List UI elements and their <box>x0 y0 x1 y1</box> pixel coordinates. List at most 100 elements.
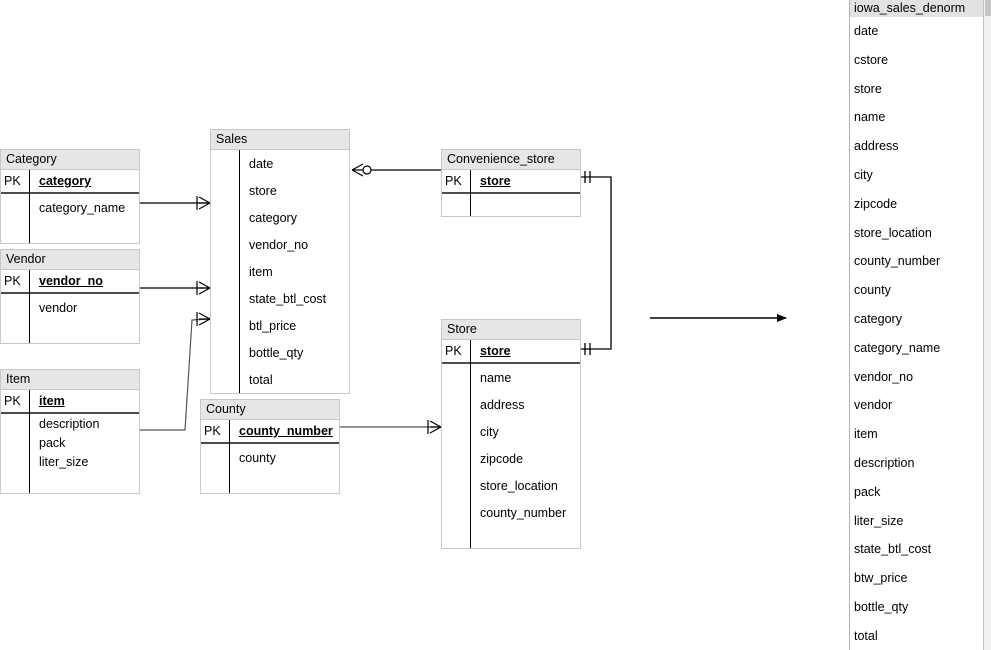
entity-row[interactable]: PK vendor_no <box>1 270 139 294</box>
row-attribute-name: item <box>249 264 273 279</box>
entity-row[interactable]: liter_size <box>1 452 139 471</box>
denorm-column-item[interactable]: name <box>854 110 886 125</box>
row-attribute-name: item <box>39 394 65 408</box>
row-attribute-name: name <box>480 370 512 385</box>
entity-row[interactable]: store <box>211 177 349 204</box>
row-attribute-name: liter_size <box>39 454 89 469</box>
row-attribute-name: city <box>480 424 499 439</box>
row-attribute-name: store <box>249 183 277 198</box>
denorm-column-item[interactable]: total <box>854 628 878 643</box>
entity-row[interactable]: zipcode <box>442 445 580 472</box>
row-attribute-name: store <box>480 174 511 188</box>
row-key-label: PK <box>4 174 21 188</box>
entity-row[interactable]: btl_price <box>211 312 349 339</box>
entity-row[interactable]: PK category <box>1 170 139 194</box>
entity-row[interactable]: category <box>211 204 349 231</box>
relationship-category-sales <box>140 196 211 210</box>
denorm-column-item[interactable]: category <box>854 311 902 326</box>
row-attribute-name: county_number <box>480 505 567 520</box>
denorm-column-item[interactable]: pack <box>854 484 881 499</box>
entity-row[interactable]: vendor_no <box>211 231 349 258</box>
denorm-scrollbar-thumb[interactable] <box>985 0 991 16</box>
entity-row[interactable]: county_number <box>442 499 580 526</box>
row-attribute-name: category <box>249 210 297 225</box>
entity-row-blank <box>1 321 139 343</box>
denorm-column-item[interactable]: store <box>854 81 882 96</box>
denorm-column-item[interactable]: address <box>854 139 899 154</box>
entity-row[interactable]: county <box>201 444 339 471</box>
entity-row-blank <box>1 471 139 493</box>
denorm-column-item[interactable]: category_name <box>854 340 941 355</box>
relationship-convenience-store-store <box>581 171 612 355</box>
row-attribute-name: vendor <box>39 300 78 315</box>
denorm-column-item[interactable]: btw_price <box>854 571 908 586</box>
entity-title-convenience_store: Convenience_store <box>442 150 580 170</box>
denorm-column-item[interactable]: county_number <box>854 254 941 269</box>
entity-row[interactable]: store_location <box>442 472 580 499</box>
row-attribute-name: vendor_no <box>249 237 309 252</box>
entity-row[interactable]: total <box>211 366 349 393</box>
entity-row-blank <box>442 526 580 548</box>
denorm-table-panel[interactable]: iowa_sales_denorm date cstore store name add… <box>849 0 991 650</box>
denorm-table-title: iowa_sales_denorm <box>850 0 990 17</box>
entity-row[interactable]: item <box>211 258 349 285</box>
row-attribute-name: store <box>480 344 511 358</box>
entity-row[interactable]: description <box>1 414 139 433</box>
denorm-column-item[interactable]: zipcode <box>854 196 898 211</box>
entity-title-item: Item <box>1 370 139 390</box>
row-attribute-name: store_location <box>480 478 558 493</box>
denorm-column-item[interactable]: state_btl_cost <box>854 542 932 557</box>
row-attribute-name: category <box>39 174 92 188</box>
row-key-label: PK <box>445 174 462 188</box>
entity-row[interactable]: state_btl_cost <box>211 285 349 312</box>
denorm-column-item[interactable]: store_location <box>854 225 932 240</box>
denorm-column-item[interactable]: description <box>854 455 915 470</box>
denorm-column-item[interactable]: liter_size <box>854 513 904 528</box>
denorm-column-item[interactable]: vendor <box>854 398 893 413</box>
denorm-column-item[interactable]: city <box>854 167 873 182</box>
denorm-column-item[interactable]: item <box>854 427 878 442</box>
entity-row[interactable]: name <box>442 364 580 391</box>
entity-row-blank <box>442 194 580 216</box>
row-attribute-name: county <box>239 450 276 465</box>
row-attribute-name: address <box>480 397 525 412</box>
row-key-label: PK <box>4 274 21 288</box>
entity-row[interactable]: date <box>211 150 349 177</box>
row-attribute-name: total <box>249 372 273 387</box>
relationship-county-store <box>340 420 442 434</box>
entity-row[interactable]: bottle_qty <box>211 339 349 366</box>
entity-title-sales: Sales <box>211 130 349 150</box>
entity-row[interactable]: address <box>442 391 580 418</box>
entity-row-blank <box>201 471 339 493</box>
denorm-column-item[interactable]: county <box>854 283 891 298</box>
denorm-scrollbar[interactable] <box>983 0 991 650</box>
entity-row[interactable]: PK store <box>442 170 580 194</box>
entity-row[interactable]: pack <box>1 433 139 452</box>
entity-row[interactable]: vendor <box>1 294 139 321</box>
denorm-column-item[interactable]: date <box>854 24 879 38</box>
denorm-column-item[interactable]: bottle_qty <box>854 599 909 614</box>
row-attribute-name: btl_price <box>249 318 297 333</box>
entity-title-store: Store <box>442 320 580 340</box>
entity-row[interactable]: category_name <box>1 194 139 221</box>
denorm-column-item[interactable]: cstore <box>854 52 889 67</box>
row-attribute-name: vendor_no <box>39 274 103 288</box>
entity-row[interactable]: city <box>442 418 580 445</box>
denorm-column-item[interactable]: vendor_no <box>854 369 914 384</box>
entity-row-blank <box>1 221 139 243</box>
